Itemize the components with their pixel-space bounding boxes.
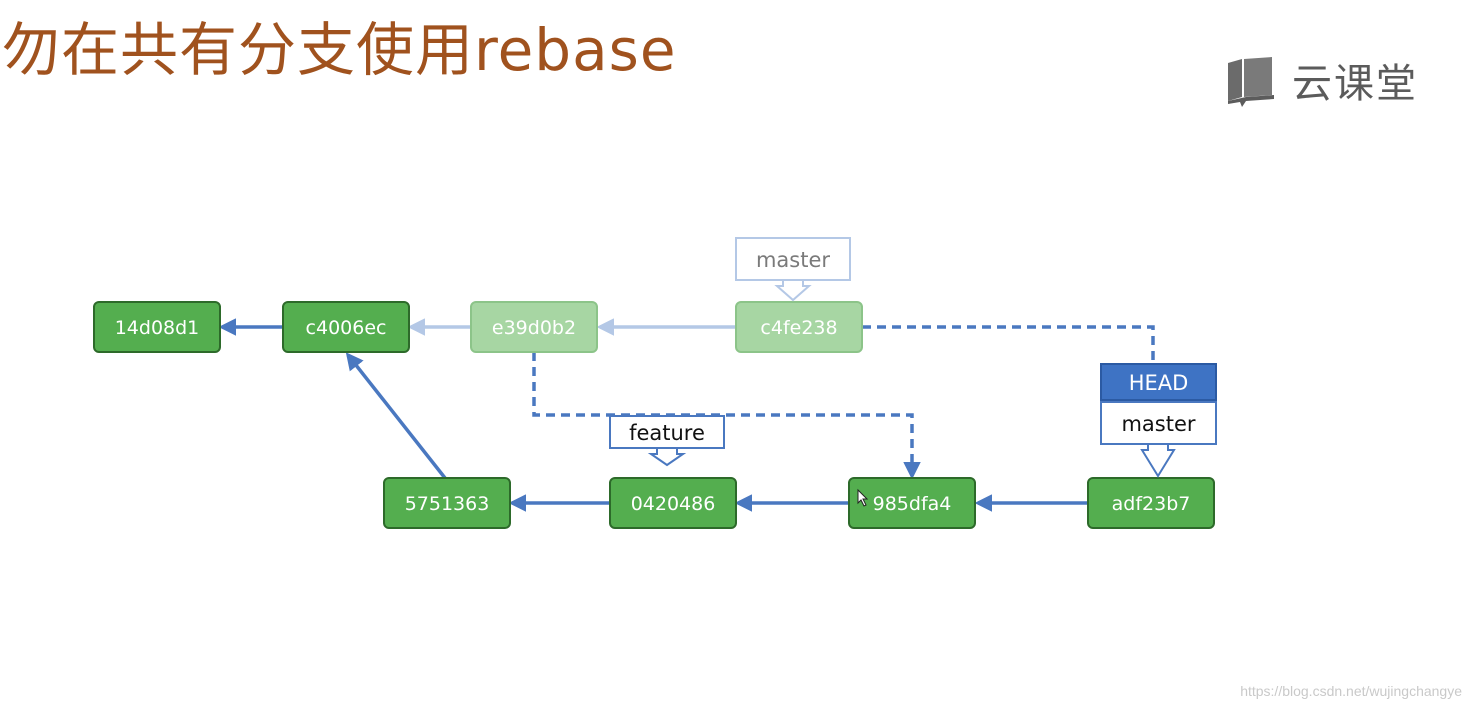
commit-box bbox=[93, 301, 221, 353]
commit-node: adf23b7 bbox=[1087, 477, 1215, 529]
commit-node: 5751363 bbox=[383, 477, 511, 529]
edge-c4-to-c8 bbox=[862, 325, 1155, 368]
commit-node: 0420486 bbox=[609, 477, 737, 529]
branch-label: master bbox=[1100, 401, 1217, 478]
commit-hash: 14d08d1 bbox=[115, 317, 200, 339]
commit-box bbox=[470, 301, 598, 353]
mouse-cursor-icon bbox=[857, 488, 869, 507]
commit-node: 14d08d1 bbox=[93, 301, 221, 353]
logo: 云课堂 bbox=[1224, 52, 1418, 108]
commit-hash: c4006ec bbox=[306, 317, 387, 339]
commit-hash: c4fe238 bbox=[760, 317, 837, 339]
label-box bbox=[1100, 363, 1217, 401]
callout-arrow bbox=[647, 447, 687, 467]
slide-title: 勿在共有分支使用rebase bbox=[2, 16, 677, 84]
commit-node: 985dfa4 bbox=[848, 477, 976, 529]
edge-c3-to-c7 bbox=[532, 352, 921, 480]
commit-box bbox=[383, 477, 511, 529]
commit-node: c4006ec bbox=[282, 301, 410, 353]
watermark: https://blog.csdn.net/wujingchangye bbox=[1240, 683, 1462, 699]
commit-box bbox=[848, 477, 976, 529]
commit-hash: 5751363 bbox=[405, 493, 490, 515]
head-label: HEAD bbox=[1129, 371, 1189, 395]
commit-box bbox=[735, 301, 863, 353]
ref-labels: master feature HEAD master bbox=[609, 237, 1217, 478]
logo-text: 云课堂 bbox=[1292, 61, 1418, 107]
commit-node: c4fe238 bbox=[735, 301, 863, 353]
commit-box bbox=[1087, 477, 1215, 529]
commit-hash: adf23b7 bbox=[1112, 493, 1191, 515]
label-box bbox=[735, 237, 851, 281]
branch-label: feature bbox=[609, 415, 725, 467]
branch-label: master bbox=[735, 237, 851, 302]
branch-name: master bbox=[756, 248, 830, 272]
callout-arrow bbox=[774, 279, 812, 302]
branch-name: master bbox=[1121, 412, 1195, 436]
commit-hash: 0420486 bbox=[631, 493, 716, 515]
commit-node: e39d0b2 bbox=[470, 301, 598, 353]
commit-box bbox=[609, 477, 737, 529]
edge-c5-to-c2 bbox=[345, 352, 447, 480]
callout-arrow bbox=[1140, 443, 1176, 478]
commit-box bbox=[282, 301, 410, 353]
label-box bbox=[609, 415, 725, 449]
commit-hash: e39d0b2 bbox=[492, 317, 576, 339]
branch-name: feature bbox=[629, 421, 705, 445]
commit-nodes: 14d08d1 c4006ec e39d0b2 c4fe238 5751363 04204… bbox=[93, 301, 1215, 529]
book-logo-icon bbox=[1228, 57, 1274, 107]
label-box bbox=[1100, 401, 1217, 445]
commit-edges bbox=[218, 318, 1155, 512]
commit-hash: 985dfa4 bbox=[873, 493, 952, 515]
